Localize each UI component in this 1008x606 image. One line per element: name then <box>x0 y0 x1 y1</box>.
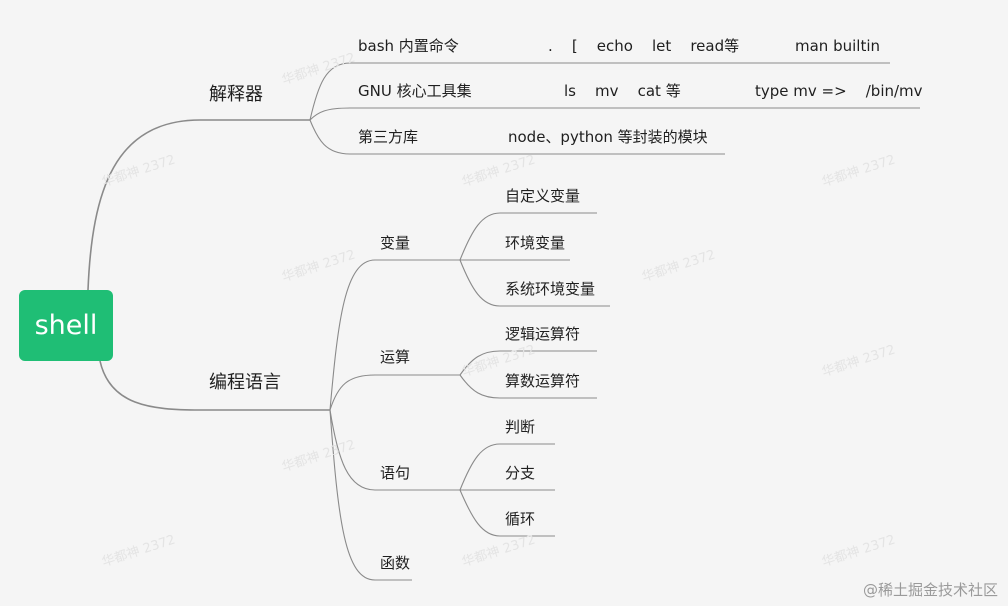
connector-stmt-3 <box>459 489 555 537</box>
prog-item-label: 自定义变量 <box>505 187 581 205</box>
footer-brand: @稀土掘金技术社区 <box>862 581 998 599</box>
connector-vars-1 <box>459 212 597 261</box>
interpreter-row-label: bash 内置命令 <box>358 37 459 55</box>
connector-interpreter-row1 <box>309 62 890 121</box>
interpreter-row-detail: ls mv cat 等 <box>564 82 681 100</box>
connector-vars-3 <box>459 259 610 307</box>
prog-group-label: 函数 <box>380 554 411 572</box>
prog-group-label: 语句 <box>380 464 411 482</box>
prog-item-label: 循环 <box>505 510 536 528</box>
connector-prog-func <box>329 409 412 581</box>
interpreter-row-label: GNU 核心工具集 <box>358 82 472 100</box>
root-node-shell: shell <box>19 290 113 361</box>
connector-interpreter-row2 <box>309 107 920 121</box>
connector-ops-1 <box>459 350 597 376</box>
connector-interpreter-row3 <box>309 119 725 155</box>
interpreter-row-label: 第三方库 <box>358 128 419 146</box>
prog-item-label: 判断 <box>505 418 536 436</box>
prog-item-label: 分支 <box>505 464 536 482</box>
connector-root-interpreter <box>87 119 310 291</box>
prog-group-label: 变量 <box>380 234 411 252</box>
branch-programming-label: 编程语言 <box>209 372 281 393</box>
connector-stmt-1 <box>459 443 555 491</box>
interpreter-row-detail: node、python 等封装的模块 <box>508 128 708 146</box>
connector-prog-stmt <box>329 409 460 491</box>
prog-item-label: 算数运算符 <box>505 372 581 390</box>
connector-root-programming <box>99 360 330 411</box>
connector-prog-vars <box>329 259 460 411</box>
interpreter-row-note: type mv => /bin/mv <box>755 82 923 100</box>
branch-interpreter-label: 解释器 <box>209 84 263 105</box>
prog-item-label: 环境变量 <box>505 234 566 252</box>
prog-item-label: 系统环境变量 <box>505 280 596 298</box>
interpreter-row-detail: . [ echo let read等 <box>548 37 740 55</box>
prog-item-label: 逻辑运算符 <box>505 325 581 343</box>
connector-prog-ops <box>329 374 460 411</box>
prog-group-label: 运算 <box>380 348 411 366</box>
connector-ops-2 <box>459 374 597 399</box>
interpreter-row-note: man builtin <box>795 37 880 55</box>
